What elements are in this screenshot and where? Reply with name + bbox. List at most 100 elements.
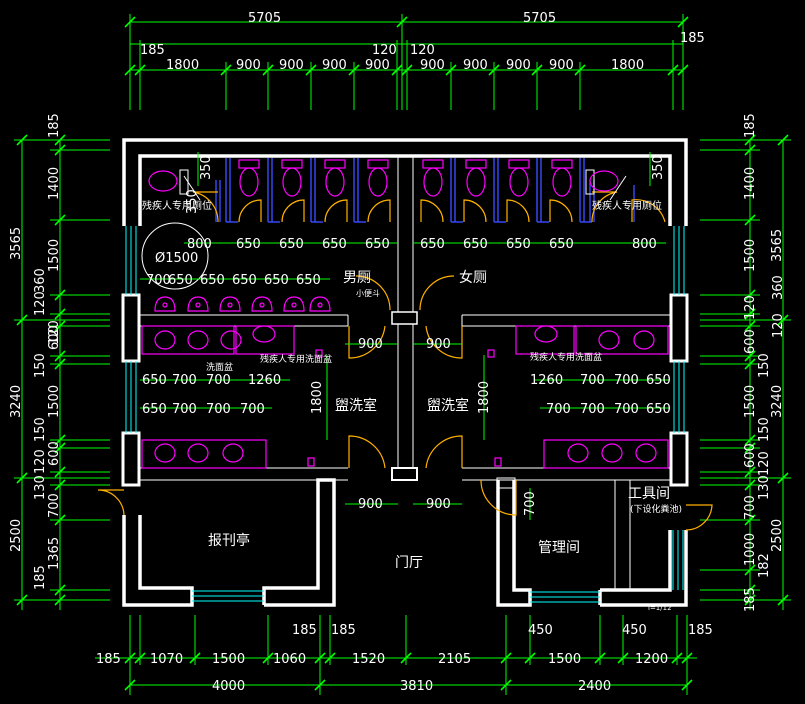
dim-top-total-right: 5705 [523, 11, 556, 26]
dim-top-row-0: 1800 [166, 58, 199, 73]
dim-bottom-total-0: 4000 [212, 679, 245, 694]
dim-urinal-4: 650 [296, 273, 321, 288]
dim-door-2: 900 [358, 497, 383, 512]
stall-doors [97, 191, 713, 531]
dim-bottom-row-0: 1070 [150, 652, 183, 667]
urinal-3 [219, 296, 241, 312]
dim-basin-left-b-0: 650 [142, 402, 167, 417]
urinals [154, 296, 331, 312]
urinal-6 [309, 296, 331, 312]
dim-top-120-a: 120 [372, 43, 397, 58]
dim-stall-right-2: 650 [506, 237, 531, 252]
dim-basin-right-b-2: 700 [614, 402, 639, 417]
dim-top-row-6: 900 [463, 58, 488, 73]
label-tool-room-note: (下设化粪池) [630, 503, 682, 515]
dim-bottom-row-9: 450 [622, 623, 647, 638]
dim-top-row-7: 900 [506, 58, 531, 73]
dim-door-3: 900 [426, 497, 451, 512]
dim-left-chain-2: 1500 [47, 239, 62, 272]
dim-left-3240: 3240 [9, 385, 24, 418]
dim-urinal-3: 650 [264, 273, 289, 288]
dim-bottom-row-4: 185 [331, 623, 356, 638]
dim-v1800-right: 1800 [477, 381, 492, 414]
label-tool-room: 工具间 [628, 486, 670, 502]
dim-left-chain-0: 185 [47, 113, 62, 138]
label-scale-note: i=1/12 [648, 604, 672, 612]
dim-top-row-3: 900 [322, 58, 347, 73]
dim-right-chain-6: 600 [743, 329, 758, 354]
dim-bottom-total-2: 2400 [578, 679, 611, 694]
label-accessible-right: 残疾人专用厕位 [592, 199, 662, 212]
dim-left-chain-13: 700 [47, 493, 62, 518]
dim-basin-right-a-3: 650 [646, 373, 671, 388]
dim-right-chain-4: 120 [743, 295, 758, 320]
dim-top-row-4: 900 [365, 58, 390, 73]
toilet-8 [551, 159, 573, 197]
dim-stall-right-4: 800 [632, 237, 657, 252]
dim-basin-left-b-1: 700 [172, 402, 197, 417]
dim-bottom-row-11: 185 [688, 623, 713, 638]
dim-right-chain-11: 120 [757, 451, 772, 476]
toilet-3 [324, 159, 346, 197]
dim-bottom-row-8: 1500 [548, 652, 581, 667]
dim-right-chain-5: 120 [771, 313, 786, 338]
top-dimension-lines [124, 14, 689, 110]
dim-top-350-left: 350 [199, 155, 214, 180]
dim-right-chain-2: 1500 [743, 239, 758, 272]
dim-door-1: 900 [426, 337, 451, 352]
dim-stall-right-0: 650 [420, 237, 445, 252]
dim-top-185-left: 185 [140, 43, 165, 58]
dim-v1800-left: 1800 [310, 381, 325, 414]
dim-left-chain-10: 600 [47, 441, 62, 466]
toilet-7 [508, 159, 530, 197]
dim-top-row-1: 900 [236, 58, 261, 73]
toilet-5 [422, 159, 444, 197]
label-turning-circle: Ø1500 [155, 251, 198, 266]
dim-top-row-8: 900 [549, 58, 574, 73]
label-newsstand: 报刊亭 [208, 532, 250, 549]
basins [141, 325, 669, 469]
dim-right-chain-14: 1000 [743, 533, 758, 566]
dim-basin-left-b-3: 700 [240, 402, 265, 417]
urinal-5 [283, 296, 305, 312]
dim-top-row-2: 900 [279, 58, 304, 73]
dim-left-chain-15: 185 [33, 565, 48, 590]
dim-right-3565: 3565 [770, 229, 785, 262]
dim-left-chain-12: 130 [33, 475, 48, 500]
dim-top-total-left: 5705 [248, 11, 281, 26]
left-dimension-lines [14, 134, 110, 610]
dim-bottom-row-6: 2105 [438, 652, 471, 667]
label-wash-basin: 洗面盆 [206, 361, 233, 373]
dim-bottom-row-5: 1520 [352, 652, 385, 667]
toilets [148, 159, 627, 201]
dim-right-chain-10: 600 [743, 443, 758, 468]
inner-dimensions [140, 152, 670, 520]
dim-basin-left-a-0: 650 [142, 373, 167, 388]
dim-basin-right-a-0: 1260 [530, 373, 563, 388]
dim-top-row-5: 900 [420, 58, 445, 73]
floor-drains [307, 349, 502, 467]
dim-stall-left-0: 800 [187, 237, 212, 252]
dim-basin-left-a-3: 1260 [248, 373, 281, 388]
dim-door-0: 900 [358, 337, 383, 352]
right-dimension-lines [700, 134, 791, 610]
urinal-2 [187, 296, 209, 312]
urinal-1 [154, 296, 176, 312]
dim-left-chain-9: 150 [33, 417, 48, 442]
dim-top-350-right: 350 [651, 155, 666, 180]
dim-right-chain-8: 1500 [743, 385, 758, 418]
dim-right-chain-3: 360 [771, 275, 786, 300]
toilet-accessible-left [148, 169, 189, 195]
dim-right-chain-9: 150 [757, 417, 772, 442]
dim-stall-right-3: 650 [549, 237, 574, 252]
toilet-2 [281, 159, 303, 197]
label-accessible-left: 残疾人专用厕位 [142, 199, 212, 212]
dim-bottom-row-3: 185 [292, 623, 317, 638]
dim-stall-left-4: 650 [365, 237, 390, 252]
label-wash-room-right: 盥洗室 [427, 397, 469, 414]
label-urinal-note: 小便斗 [356, 288, 380, 298]
dim-basin-left-a-2: 700 [206, 373, 231, 388]
dim-left-chain-3: 360 [33, 268, 48, 293]
